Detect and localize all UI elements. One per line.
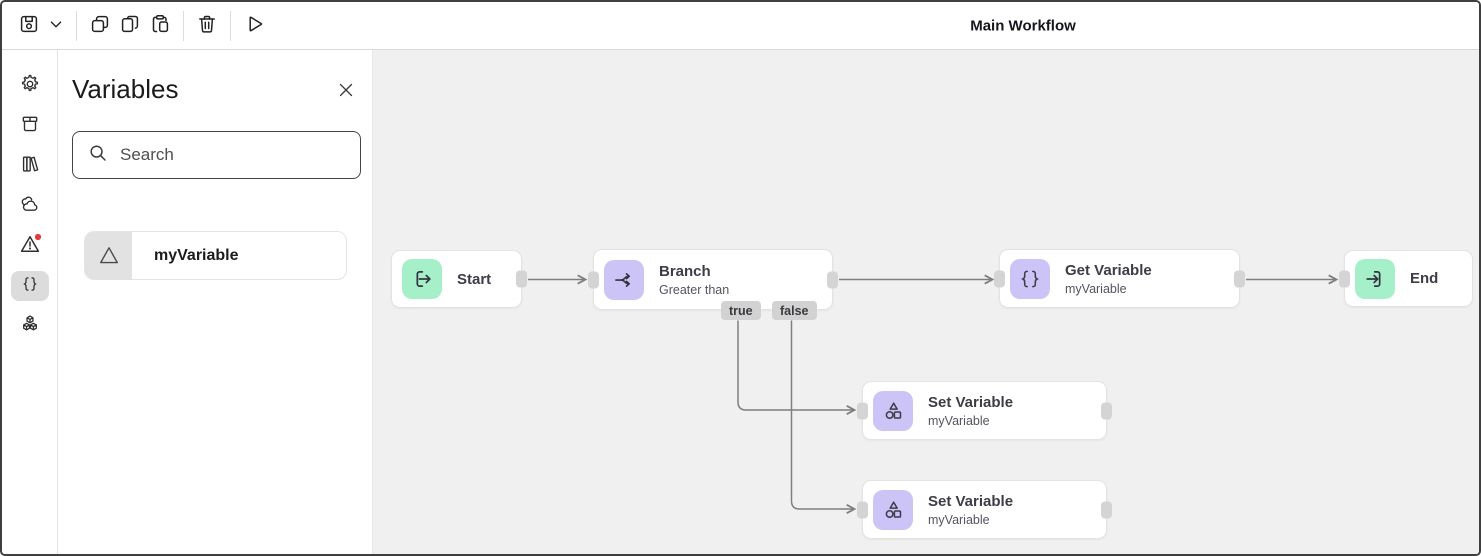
save-options-button[interactable] xyxy=(44,11,68,41)
node-set-variable-1[interactable]: Set Variable myVariable xyxy=(862,381,1107,440)
end-icon xyxy=(1355,259,1395,299)
input-port[interactable] xyxy=(994,270,1005,287)
rail-item-settings[interactable] xyxy=(2,66,58,106)
toolbar-separator xyxy=(76,11,77,41)
chevron-down-icon xyxy=(45,13,67,38)
node-subtitle: Greater than xyxy=(659,283,729,297)
copy-button[interactable] xyxy=(85,11,115,41)
edge-branch-false-setvariable2[interactable] xyxy=(792,321,855,510)
node-end[interactable]: End xyxy=(1344,250,1473,307)
input-port[interactable] xyxy=(857,501,868,518)
output-port[interactable] xyxy=(516,271,527,288)
gear-icon xyxy=(19,73,41,100)
braces-icon xyxy=(1010,259,1050,299)
node-get-variable[interactable]: Get Variable myVariable xyxy=(999,249,1240,308)
save-button[interactable] xyxy=(14,11,44,41)
output-port-false[interactable]: false xyxy=(772,301,817,320)
output-port[interactable] xyxy=(1101,501,1112,518)
shapes-icon xyxy=(873,490,913,530)
node-title: Branch xyxy=(659,263,729,280)
node-start[interactable]: Start xyxy=(391,250,522,308)
paste-button[interactable] xyxy=(145,11,175,41)
search-box xyxy=(72,131,361,179)
run-button[interactable] xyxy=(239,11,269,41)
node-title: Start xyxy=(457,271,491,288)
duplicate-icon xyxy=(118,12,142,39)
node-title: End xyxy=(1410,270,1438,287)
output-port[interactable] xyxy=(827,271,838,288)
close-panel-button[interactable] xyxy=(336,81,356,101)
start-icon xyxy=(402,259,442,299)
rail-item-variables[interactable] xyxy=(2,266,58,306)
workflow-title: Main Workflow xyxy=(970,17,1076,34)
toolbar-separator xyxy=(183,11,184,41)
panel-title: Variables xyxy=(72,74,178,105)
output-port[interactable] xyxy=(1234,270,1245,287)
copy-icon xyxy=(88,12,112,39)
delete-button[interactable] xyxy=(192,11,222,41)
search-icon xyxy=(88,143,108,168)
clouds-icon xyxy=(19,193,41,220)
input-port[interactable] xyxy=(857,402,868,419)
warning-icon xyxy=(18,232,42,261)
node-subtitle: myVariable xyxy=(928,513,1013,527)
braces-icon xyxy=(20,274,40,299)
rail-item-alerts[interactable] xyxy=(2,226,58,266)
rail-item-cloud[interactable] xyxy=(2,186,58,226)
cubes-icon xyxy=(19,313,41,340)
save-icon xyxy=(17,12,41,39)
search-input[interactable] xyxy=(118,144,350,166)
output-port-true[interactable]: true xyxy=(721,301,761,320)
node-subtitle: myVariable xyxy=(1065,282,1152,296)
node-title: Set Variable xyxy=(928,394,1013,411)
variable-list-item[interactable]: myVariable xyxy=(84,231,347,280)
output-port[interactable] xyxy=(1101,402,1112,419)
library-icon xyxy=(19,153,41,180)
node-branch[interactable]: Branch Greater than true false xyxy=(593,249,833,310)
variables-panel: Variables myVariable xyxy=(58,50,373,554)
workflow-canvas[interactable]: Start Branch Greater than true false Get… xyxy=(373,50,1479,554)
trash-icon xyxy=(195,12,219,39)
play-icon xyxy=(242,12,266,39)
paste-icon xyxy=(148,12,172,39)
edge-branch-true-setvariable1[interactable] xyxy=(738,321,854,411)
node-title: Set Variable xyxy=(928,493,1013,510)
edge-layer xyxy=(373,50,1479,554)
toolbar: Main Workflow xyxy=(2,2,1479,50)
variable-name: myVariable xyxy=(154,247,239,265)
duplicate-button[interactable] xyxy=(115,11,145,41)
branch-icon xyxy=(604,260,644,300)
package-icon xyxy=(19,113,41,140)
node-set-variable-2[interactable]: Set Variable myVariable xyxy=(862,480,1107,539)
alert-dot xyxy=(34,233,40,239)
toolbar-separator xyxy=(230,11,231,41)
rail-item-library[interactable] xyxy=(2,146,58,186)
input-port[interactable] xyxy=(1339,270,1350,287)
triangle-icon xyxy=(85,232,132,279)
rail-item-modules[interactable] xyxy=(2,306,58,346)
node-subtitle: myVariable xyxy=(928,414,1013,428)
shapes-icon xyxy=(873,391,913,431)
node-title: Get Variable xyxy=(1065,262,1152,279)
nav-rail xyxy=(2,50,58,554)
rail-item-packages[interactable] xyxy=(2,106,58,146)
close-icon xyxy=(337,81,355,102)
input-port[interactable] xyxy=(588,271,599,288)
